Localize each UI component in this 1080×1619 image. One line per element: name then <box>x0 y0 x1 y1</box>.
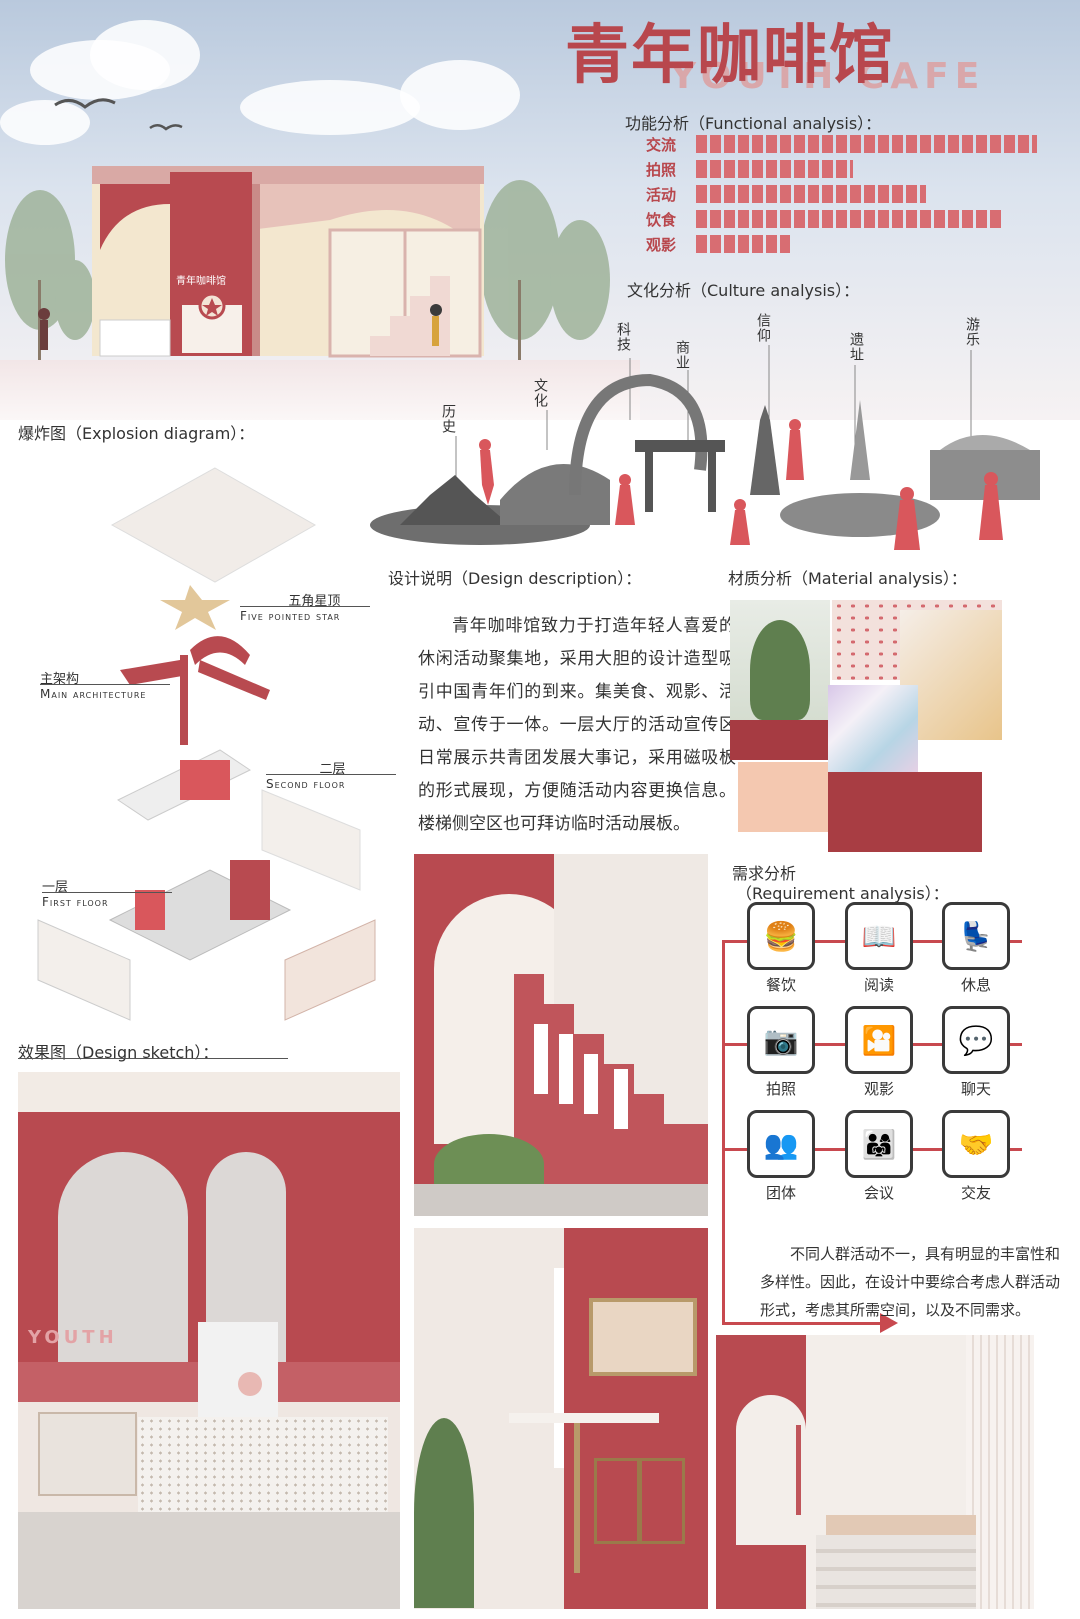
chat-icon: 💬 <box>942 1006 1010 1074</box>
material-title: 材质分析（Material analysis）： <box>728 569 967 588</box>
functional-bar-track <box>696 185 1044 203</box>
requirement-icon-label: 团体 <box>765 1184 796 1202</box>
requirement-icon-label: 聊天 <box>960 1080 991 1098</box>
reading-icon: 📖 <box>845 902 913 970</box>
functional-bar-fill <box>696 235 790 253</box>
culture-label: 商业 <box>674 340 690 370</box>
requirement-text: 不同人群活动不一，具有明显的丰富性和多样性。因此，在设计中要综合考虑人群活动形式… <box>760 1245 1061 1319</box>
requirement-icon-label: 会议 <box>863 1184 894 1202</box>
functional-bar-label: 交流 <box>646 135 677 154</box>
functional-bar-row: 活动 <box>646 184 1044 204</box>
requirement-title-en: （Requirement analysis）： <box>736 884 949 903</box>
explosion-part-cn: 主架构 <box>40 672 80 687</box>
camera-icon: 📷 <box>747 1006 815 1074</box>
functional-bar-label: 拍照 <box>646 160 677 179</box>
culture-label: 科技 <box>615 322 631 352</box>
design-desc-title: 设计说明（Design description）： <box>388 569 642 588</box>
explosion-part-en: First floor <box>42 895 109 909</box>
functional-bar-track <box>696 210 1044 228</box>
meeting-icon: 👨‍👩‍👧 <box>845 1110 913 1178</box>
cinema-icon: 🎦 <box>845 1006 913 1074</box>
explosion-title: 爆炸图（Explosion diagram）： <box>18 424 255 443</box>
requirement-icon-label: 观影 <box>863 1080 894 1098</box>
material-plant <box>730 600 830 760</box>
burger-drink-icon: 🍔 <box>747 902 815 970</box>
render-main-hall: YOUTH <box>18 1072 400 1609</box>
culture-collage <box>370 345 1040 550</box>
friends-icon: 🤝 <box>942 1110 1010 1178</box>
material-peach <box>738 762 828 832</box>
ground-strip <box>0 360 640 420</box>
culture-label: 信仰 <box>755 313 771 343</box>
culture-title: 文化分析（Culture analysis）： <box>627 281 860 300</box>
culture-label: 文化 <box>532 378 548 408</box>
explosion-part-cn: 五角星顶 <box>288 594 341 609</box>
requirement-icon-label: 阅读 <box>863 976 894 994</box>
requirement-icon-label: 餐饮 <box>765 976 796 994</box>
explosion-part-en: Five pointed star <box>240 609 341 623</box>
functional-bar-row: 观影 <box>646 234 1044 254</box>
functional-bar-fill <box>696 160 853 178</box>
explosion-part-cn: 一层 <box>42 880 69 895</box>
functional-bar-label: 活动 <box>646 185 677 204</box>
facade-illustration <box>5 98 610 360</box>
requirement-icon-label: 休息 <box>960 976 991 994</box>
arrow-icon <box>880 1313 898 1333</box>
facade-sign: 青年咖啡馆 <box>176 276 226 287</box>
explosion-part-en: Second floor <box>266 777 346 791</box>
functional-bar-track <box>696 135 1044 153</box>
group-icon: 👥 <box>747 1110 815 1178</box>
title-chinese: 青年咖啡馆 <box>565 18 895 93</box>
functional-bar-track <box>696 160 1044 178</box>
requirement-icon-label: 拍照 <box>765 1080 796 1098</box>
functional-bar-fill <box>696 185 926 203</box>
seat-icon: 💺 <box>942 902 1010 970</box>
functional-bar-label: 观影 <box>646 235 677 254</box>
material-red <box>828 772 982 852</box>
render-stairs <box>414 854 708 1216</box>
material-iridescent <box>828 685 918 775</box>
functional-title: 功能分析（Functional analysis）： <box>625 114 882 133</box>
requirement-title-cn: 需求分析 <box>732 864 797 883</box>
sketch-wall-text: YOUTH <box>28 1327 118 1348</box>
functional-bar-label: 饮食 <box>646 210 677 229</box>
functional-bar-fill <box>696 135 1037 153</box>
explosion-diagram <box>37 467 376 1021</box>
functional-bar-fill <box>696 210 1002 228</box>
requirement-icon-label: 交友 <box>960 1184 991 1202</box>
explosion-part-en: Main architecture <box>40 687 147 701</box>
explosion-part-cn: 二层 <box>319 762 346 777</box>
culture-label: 遗址 <box>848 332 864 362</box>
render-cinema <box>716 1335 1034 1609</box>
design-desc-text: 青年咖啡馆致力于打造年轻人喜爱的休闲活动聚集地，采用大胆的设计造型吸引中国青年们… <box>418 616 736 834</box>
functional-bar-row: 拍照 <box>646 159 1044 179</box>
culture-label: 历史 <box>440 404 456 434</box>
functional-bar-row: 交流 <box>646 134 1044 154</box>
title-english: YOUTH CAFE <box>670 56 986 97</box>
culture-label: 游乐 <box>964 317 980 347</box>
sketch-title: 效果图（Design sketch）： <box>18 1043 219 1062</box>
functional-bar-row: 饮食 <box>646 209 1044 229</box>
render-bar-table <box>414 1228 708 1609</box>
functional-bar-track <box>696 235 1044 253</box>
